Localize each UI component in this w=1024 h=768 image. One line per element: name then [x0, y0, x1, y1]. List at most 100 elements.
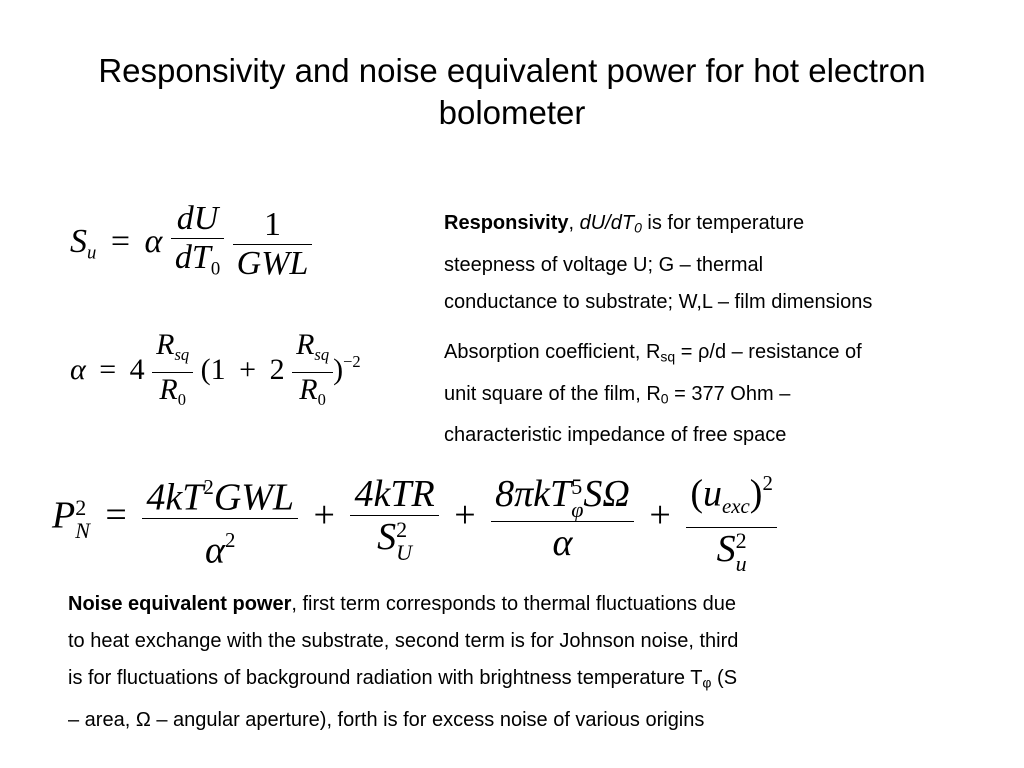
- eq-symbol: R: [159, 372, 178, 406]
- desc-symbol: dU/dT: [579, 212, 635, 234]
- fraction: Rsq R0: [152, 328, 194, 417]
- eq-subscript: u: [735, 551, 747, 577]
- eq-subscript: sq: [174, 344, 190, 364]
- eq-operator: +: [313, 494, 335, 537]
- desc-text: (S: [711, 667, 738, 689]
- eq-symbol: α: [144, 223, 163, 261]
- absorption-description: Absorption coefficient, Rsq = ρ/d – resi…: [444, 334, 1004, 454]
- fraction-denominator: GWL: [236, 244, 309, 282]
- desc-text: steepness of voltage U; G – thermal: [444, 253, 764, 276]
- eq-paren: ): [333, 353, 344, 387]
- eq-subscript: U: [396, 539, 413, 565]
- eq-superscript: 2: [762, 471, 773, 495]
- desc-text: Absorption coefficient, R: [444, 341, 661, 363]
- eq-symbol: α: [70, 353, 86, 387]
- eq-operator: =: [110, 223, 131, 261]
- fraction: 1 GWL: [232, 206, 313, 283]
- desc-subscript: 0: [634, 219, 642, 236]
- eq-symbol: 4kT: [146, 476, 204, 519]
- eq-superscript: 2: [396, 516, 408, 542]
- eq-paren: (: [690, 472, 703, 515]
- responsivity-equation: Su = α dU dT0 1 GWL: [70, 200, 313, 289]
- eq-symbol: α: [205, 529, 225, 572]
- desc-text: conductance to substrate; W,L – film dim…: [444, 290, 873, 313]
- desc-text: is for temperature: [641, 212, 805, 234]
- eq-symbol: u: [702, 472, 722, 515]
- fraction-denominator: α: [552, 521, 573, 564]
- desc-text: to heat exchange with the substrate, sec…: [68, 630, 739, 652]
- fraction-denominator: α2: [142, 519, 298, 572]
- eq-subscript: N: [75, 517, 90, 543]
- eq-symbol: S: [716, 527, 736, 570]
- eq-number: 4: [129, 353, 145, 387]
- eq-operator: +: [649, 494, 671, 537]
- eq-symbol: S: [377, 516, 397, 559]
- desc-text: unit square of the film, R: [444, 382, 661, 405]
- desc-text: – area, Ω – angular aperture), forth is …: [68, 708, 705, 731]
- eq-symbol: R: [296, 328, 315, 361]
- absorption-equation: α = 4 Rsq R0 (1 + 2 Rsq R0 )−2: [70, 328, 361, 417]
- fraction: Rsq R0: [292, 328, 334, 417]
- eq-symbol: P: [52, 494, 76, 537]
- desc-text: = 377 Ohm –: [668, 382, 791, 405]
- desc-text: , first term corresponds to thermal fluc…: [291, 593, 737, 615]
- eq-operator: =: [99, 353, 117, 387]
- slide-title: Responsivity and noise equivalent power …: [98, 52, 926, 131]
- eq-operator: +: [454, 494, 476, 537]
- eq-symbol: GWL: [213, 476, 295, 519]
- eq-subscript: φ: [571, 496, 584, 522]
- eq-symbol: R: [299, 372, 318, 406]
- eq-subscript: 0: [177, 389, 186, 409]
- fraction-numerator: 4kT2GWL: [142, 466, 299, 520]
- eq-subscript: exc: [721, 493, 750, 518]
- eq-superscript: 2: [203, 474, 214, 499]
- fraction-denominator: R0: [292, 373, 333, 417]
- fraction: 4kT2GWL α2: [142, 466, 299, 572]
- fraction-numerator: (uexc)2: [686, 462, 777, 528]
- fraction: dU dT0: [170, 200, 225, 289]
- eq-exponent: −2: [343, 351, 361, 371]
- eq-subscript: u: [87, 242, 97, 264]
- eq-superscript: 2: [735, 528, 747, 554]
- desc-subscript: φ: [702, 674, 712, 691]
- nep-term: Noise equivalent power: [68, 593, 292, 615]
- fraction-numerator: 1: [232, 206, 313, 245]
- nep-description: Noise equivalent power, first term corre…: [68, 586, 968, 739]
- eq-paren: (1: [200, 353, 226, 387]
- fraction-numerator: Rsq: [152, 328, 194, 373]
- eq-operator: +: [239, 353, 257, 387]
- eq-paren: ): [749, 472, 763, 515]
- fraction-numerator: 4kTR: [350, 473, 439, 517]
- eq-subscript: sq: [314, 344, 330, 364]
- desc-subscript: sq: [660, 348, 676, 365]
- eq-symbol: S: [70, 223, 87, 261]
- eq-subscript: 0: [210, 258, 221, 280]
- fraction-numerator: dU: [170, 200, 225, 239]
- eq-superscript: 2: [75, 494, 87, 520]
- desc-text: = ρ/d – resistance of: [675, 341, 862, 363]
- eq-superscript: 2: [224, 528, 236, 553]
- eq-operator: =: [105, 494, 127, 537]
- responsivity-description: Responsivity, dU/dT0 is for temperature …: [444, 205, 1004, 321]
- desc-text: is for fluctuations of background radiat…: [68, 667, 703, 689]
- desc-text: characteristic impedance of free space: [444, 424, 787, 446]
- fraction-denominator: R0: [152, 373, 193, 417]
- responsivity-term: Responsivity: [444, 212, 569, 234]
- desc-subscript: 0: [660, 390, 669, 406]
- eq-symbol: 8πkT: [495, 473, 572, 516]
- eq-subscript: 0: [317, 389, 326, 409]
- desc-text: ,: [568, 212, 580, 234]
- eq-symbol: R: [156, 328, 175, 361]
- eq-superscript: 5: [571, 473, 583, 499]
- eq-symbol: SΩ: [583, 473, 630, 516]
